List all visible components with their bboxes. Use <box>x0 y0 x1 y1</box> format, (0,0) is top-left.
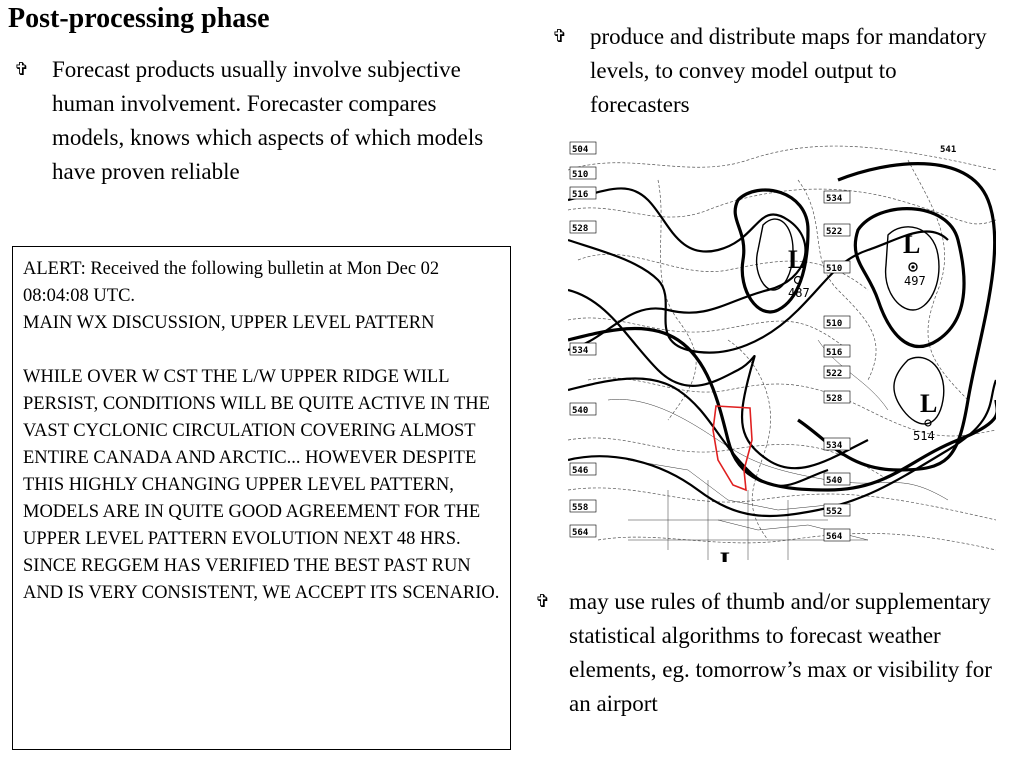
bullet-forecast-products: ✞ Forecast products usually involve subj… <box>14 53 484 189</box>
low-letter: L <box>920 389 937 418</box>
major-contours <box>568 162 996 492</box>
contour-label: 522 <box>826 227 842 237</box>
bullet-text: Forecast products usually involve subjec… <box>52 57 484 184</box>
low-value: 497 <box>904 274 926 288</box>
contour-label: 558 <box>572 503 588 513</box>
contour-label: 564 <box>572 528 589 538</box>
bulletin-alert-line: ALERT: Received the following bulletin a… <box>23 259 440 306</box>
geography-lines <box>607 339 949 560</box>
bullet-produce-maps: ✞ produce and distribute maps for mandat… <box>552 20 992 122</box>
contour-label: 541 <box>940 145 956 155</box>
cross-icon: ✞ <box>552 26 568 47</box>
contour-label: 528 <box>826 394 842 404</box>
contour-label: 522 <box>826 369 842 379</box>
low-value: 487 <box>788 286 810 300</box>
left-contour-labels: 504 510 516 528 534 540 546 558 564 <box>569 141 597 538</box>
alert-bulletin-box: ALERT: Received the following bulletin a… <box>12 246 511 750</box>
contour-label: 528 <box>572 224 588 234</box>
contour-label: 540 <box>572 406 588 416</box>
cross-icon: ✞ <box>14 59 30 80</box>
low-marker-icon <box>908 262 918 272</box>
contour-label: 540 <box>826 476 842 486</box>
contour-label: 534 <box>572 346 589 356</box>
bullet-text: produce and distribute maps for mandator… <box>590 24 987 117</box>
contour-label: 534 <box>826 194 843 204</box>
upper-air-chart-svg: 504 510 516 528 534 540 546 558 564 534 … <box>568 141 996 562</box>
highlight-region <box>712 405 753 492</box>
contour-label: 552 <box>826 507 842 517</box>
bullet-text: may use rules of thumb and/or supplement… <box>569 589 992 716</box>
upper-air-chart: 504 510 516 528 534 540 546 558 564 534 … <box>568 140 996 562</box>
contour-label: 564 <box>826 532 843 542</box>
low-marker-dot-icon <box>911 265 915 269</box>
solid-contours <box>568 187 996 518</box>
contour-label: 546 <box>572 466 588 476</box>
contour-label: 534 <box>826 441 843 451</box>
bulletin-body: WHILE OVER W CST THE L/W UPPER RIDGE WIL… <box>23 367 500 603</box>
contour-label: 510 <box>826 319 842 329</box>
contour-label: 516 <box>572 190 588 200</box>
low-centres: L 487 L 497 L 514 L <box>720 230 937 562</box>
low-letter: L <box>788 245 805 274</box>
inner-contours <box>756 218 945 425</box>
slide-title: Post-processing phase <box>8 3 270 34</box>
bullet-rules-of-thumb: ✞ may use rules of thumb and/or suppleme… <box>535 585 995 721</box>
inner-contour-labels: 534 522 510 510 516 522 528 534 540 552 … <box>823 145 956 542</box>
contour-label: 510 <box>826 264 842 274</box>
contour-label: 510 <box>572 170 588 180</box>
contour-label: 504 <box>572 145 589 155</box>
low-marker-icon <box>924 419 932 427</box>
dashed-contours <box>568 145 996 551</box>
contour-label: 516 <box>826 348 842 358</box>
low-letter: L <box>720 547 737 562</box>
low-letter: L <box>903 230 920 259</box>
low-value: 514 <box>913 429 935 443</box>
bulletin-spacer <box>23 337 502 364</box>
bulletin-heading: MAIN WX DISCUSSION, UPPER LEVEL PATTERN <box>23 313 435 333</box>
cross-icon: ✞ <box>535 591 551 612</box>
low-marker-icon <box>793 275 803 285</box>
